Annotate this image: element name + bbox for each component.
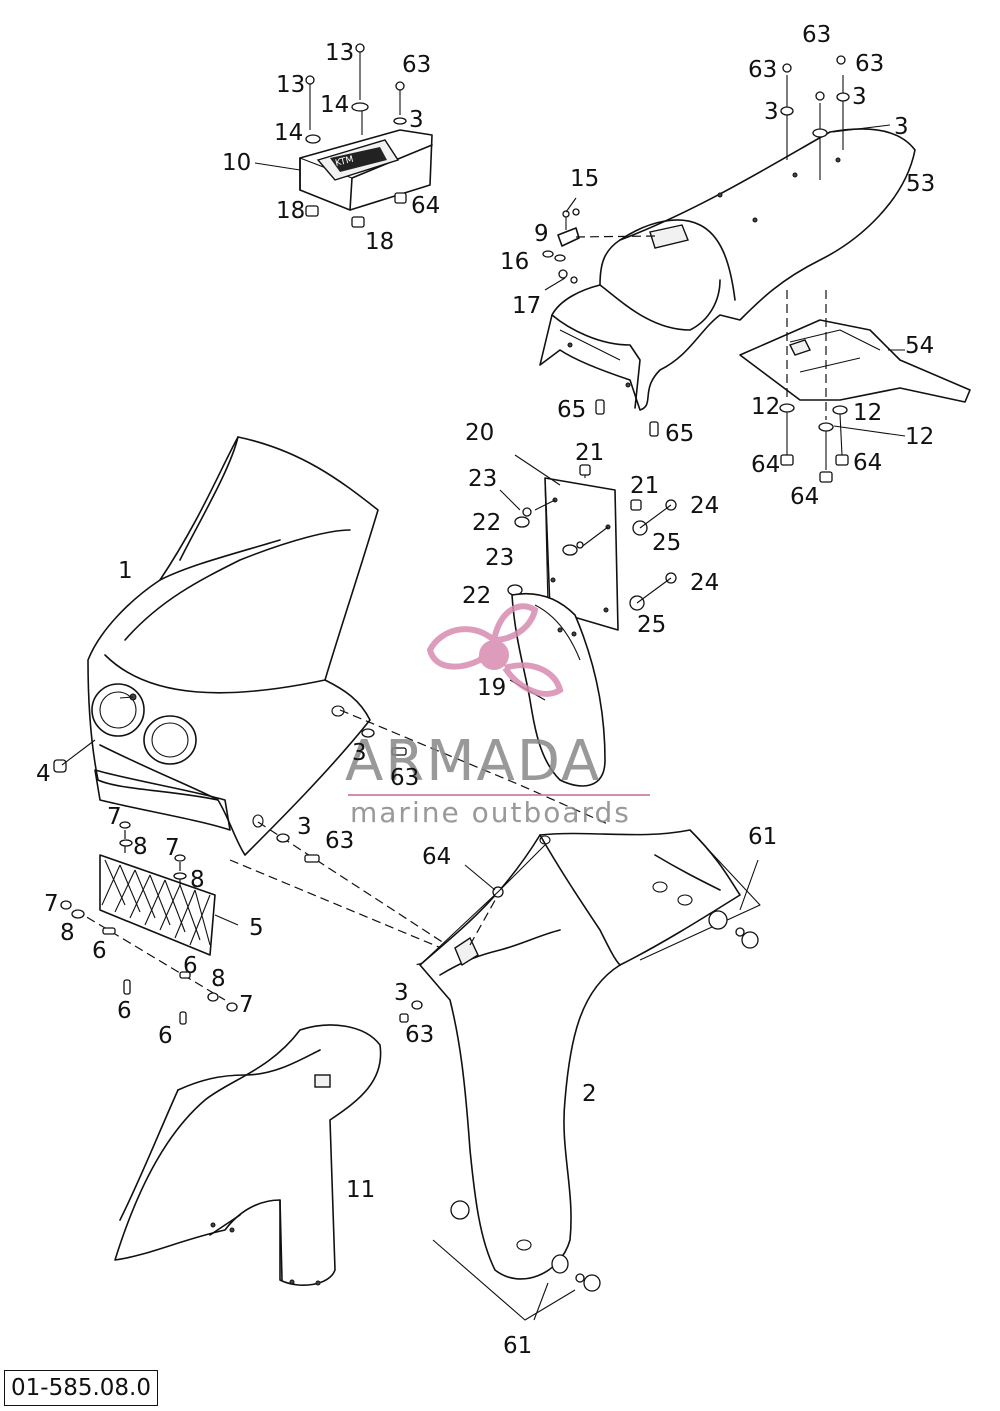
callout-19: 19 [477, 675, 506, 701]
callout-54: 54 [905, 333, 934, 359]
callout-53: 53 [906, 171, 935, 197]
callout-64: 64 [790, 484, 819, 510]
callout-4: 4 [36, 761, 51, 787]
bracket-hardware [542, 197, 656, 291]
callout-61: 61 [748, 824, 777, 850]
callout-6: 6 [183, 953, 198, 979]
callout-65: 65 [665, 421, 694, 447]
grille [60, 821, 239, 1025]
front-fender [114, 1024, 382, 1286]
callout-3: 3 [409, 107, 424, 133]
callout-20: 20 [465, 420, 494, 446]
callout-8: 8 [190, 867, 205, 893]
callout-25: 25 [637, 612, 666, 638]
callout-8: 8 [211, 966, 226, 992]
callout-3: 3 [852, 84, 867, 110]
callout-65: 65 [557, 397, 586, 423]
callout-16: 16 [500, 249, 529, 275]
callout-labels: 13 63 13 14 3 14 10 18 64 18 63 63 63 3 … [36, 22, 935, 1359]
callout-6: 6 [158, 1023, 173, 1049]
callout-25: 25 [652, 530, 681, 556]
callout-1: 1 [118, 558, 133, 584]
callout-3: 3 [764, 99, 779, 125]
callout-10: 10 [222, 150, 251, 176]
callout-3: 3 [894, 114, 909, 140]
callout-21: 21 [630, 473, 659, 499]
callout-7: 7 [44, 891, 59, 917]
callout-24: 24 [690, 493, 719, 519]
callout-7: 7 [239, 992, 254, 1018]
callout-63: 63 [325, 828, 354, 854]
callout-3: 3 [352, 740, 367, 766]
callout-15: 15 [570, 166, 599, 192]
callout-63: 63 [402, 52, 431, 78]
mask-fasteners [276, 728, 423, 1023]
callout-3: 3 [394, 980, 409, 1006]
callout-22: 22 [462, 583, 491, 609]
logo-decal-icon: KTM [330, 147, 387, 172]
callout-22: 22 [472, 510, 501, 536]
callout-17: 17 [512, 293, 541, 319]
callout-13: 13 [276, 72, 305, 98]
callout-61: 61 [503, 1333, 532, 1359]
callout-63: 63 [748, 57, 777, 83]
license-plate-bracket [499, 454, 677, 631]
callout-64: 64 [853, 450, 882, 476]
callout-12: 12 [751, 394, 780, 420]
screws-65 [595, 399, 659, 437]
callout-18: 18 [365, 229, 394, 255]
callout-12: 12 [905, 424, 934, 450]
rear-mudflap [739, 290, 971, 483]
callout-6: 6 [92, 938, 107, 964]
callout-13: 13 [325, 40, 354, 66]
callout-7: 7 [165, 835, 180, 861]
callout-11: 11 [346, 1177, 375, 1203]
callout-63: 63 [855, 51, 884, 77]
callout-24: 24 [690, 570, 719, 596]
callout-64: 64 [411, 193, 440, 219]
armada-watermark: ARMADA marine outboards [345, 603, 650, 829]
callout-23: 23 [468, 466, 497, 492]
callout-18: 18 [276, 198, 305, 224]
side-fairing [419, 829, 761, 1321]
callout-14: 14 [274, 120, 303, 146]
headlight-mask [53, 436, 379, 856]
callout-63: 63 [405, 1022, 434, 1048]
rear-tail-section [539, 55, 916, 411]
callout-5: 5 [249, 915, 264, 941]
callout-2: 2 [582, 1081, 597, 1107]
callout-8: 8 [133, 834, 148, 860]
diagram-reference-number: 01-585.08.0 [4, 1370, 158, 1406]
callout-64: 64 [751, 452, 780, 478]
propeller-logo-icon [426, 603, 564, 697]
callout-14: 14 [320, 92, 349, 118]
callout-9: 9 [534, 221, 549, 247]
callout-3: 3 [297, 814, 312, 840]
watermark-tagline: marine outboards [350, 796, 631, 829]
callout-63: 63 [390, 765, 419, 791]
number-plate-holder: KTM [254, 43, 433, 228]
callout-63: 63 [802, 22, 831, 48]
callout-7: 7 [107, 804, 122, 830]
watermark-brand: ARMADA [345, 729, 601, 794]
callout-23: 23 [485, 545, 514, 571]
callout-8: 8 [60, 920, 75, 946]
callout-64: 64 [422, 844, 451, 870]
svg-text:KTM: KTM [334, 155, 354, 169]
callout-12: 12 [853, 400, 882, 426]
callout-21: 21 [575, 440, 604, 466]
callout-6: 6 [117, 998, 132, 1024]
